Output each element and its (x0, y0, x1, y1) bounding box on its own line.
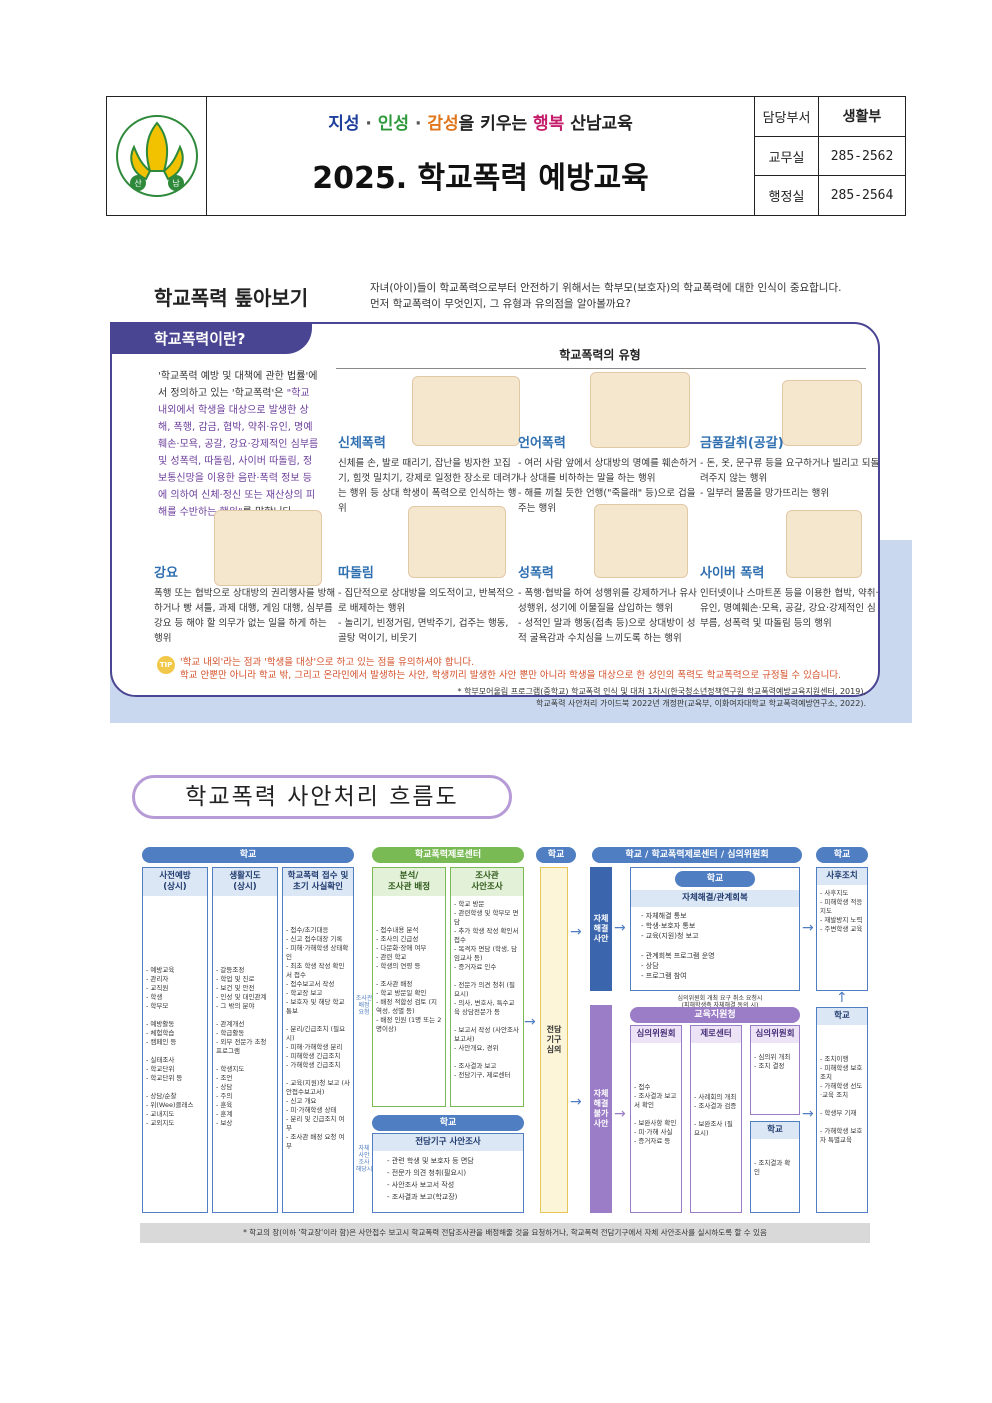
panel-tab: 학교폭력이란? (110, 322, 312, 354)
arrow-icon: → (570, 924, 582, 940)
svg-text:산: 산 (134, 178, 142, 188)
cyber-violence-illustration (786, 510, 862, 578)
type-verbal: 언어폭력- 여러 사람 앞에서 상대방의 명예를 훼손하거나 상대를 비하하는 … (518, 436, 697, 514)
definition-text: '학교폭력 예방 및 대책에 관한 법률'에서 정의하고 있는 '학교폭력'은 … (158, 371, 319, 518)
types-heading: 학교폭력의 유형 (559, 348, 641, 362)
self-resolved-case: 자체 해결 사안 (590, 867, 612, 991)
column-guidance: 생활지도 (상시) - 갈등조정 - 학업 및 진로 - 보건 및 안전 - 인… (212, 867, 278, 1213)
school-logo: 산 남 (107, 97, 207, 215)
column-implementation: 학교 - 조치이행 - 피해학생 보호조치 - 가해학생 선도·교육 조치 - … (816, 1007, 868, 1213)
column-self-resolution: 학교 자체해결/관계회복 - 자체해결 통보 - 학생·보호자 통보 - 교육(… (630, 867, 800, 991)
sexual-violence-illustration (594, 504, 688, 578)
document-header: 산 남 지성 · 인성 · 감성을 키우는 행복 산남교육 2025. 학교폭력… (106, 96, 906, 216)
physical-violence-illustration (412, 376, 520, 446)
ostracism-illustration (408, 506, 506, 578)
school-slogan: 지성 · 인성 · 감성을 키우는 행복 산남교육 (328, 114, 633, 134)
arrow-icon: → (802, 1106, 814, 1122)
type-extortion: 금품갈취(공갈)- 돈, 옷, 문구류 등을 요구하거나 빌리고 되돌려주지 않… (700, 436, 880, 499)
arrow-up-icon: ↑ (836, 990, 848, 1006)
unresolved-case: 자체 해결 불가 사안 (590, 1005, 612, 1213)
side-note-request: 조사관 배정 요청 (355, 995, 373, 1016)
arrow-icon: → (802, 920, 814, 936)
extortion-illustration (782, 380, 862, 446)
column-analysis: 분석/ 조사관 배정 - 접수내용 분석 - 조사의 긴급성 - 다문화·장애 … (372, 867, 446, 1107)
school-logo-icon: 산 남 (115, 115, 198, 197)
column-dedicated-investigation: 전담기구 사안조사 - 관련 학생 및 보호자 등 면담 - 전문가 의견 청취… (372, 1133, 524, 1213)
flowchart-footnote: * 학교의 장(이하 '학교장'이라 함)은 사안접수 보고시 학교폭력 전담조… (140, 1223, 870, 1243)
dedicated-review: 전담 기구 심의 (540, 867, 568, 1213)
arrow-icon: → (570, 1094, 582, 1110)
group-center: 학교폭력제로센터 (372, 847, 524, 863)
type-ostracism: 따돌림- 집단적으로 상대방을 의도적이고, 반복적으로 배제하는 행위 - 놀… (338, 566, 514, 644)
column-zero-center-review: 제로센터 - 사례회의 개최 - 조사결과 검증 - 보완조사 (필요시) (690, 1025, 742, 1213)
column-school-confirm: 학교 - 조치결과 확인 (750, 1121, 800, 1213)
svg-text:남: 남 (172, 179, 180, 188)
group-school: 학교 (142, 847, 354, 863)
group-school2: 학교 (536, 847, 576, 863)
arrow-icon: → (614, 1106, 626, 1122)
caution-note: '학교 내외'라는 점과 '학생을 대상'으로 하고 있는 점을 유의하셔야 합… (180, 657, 842, 681)
group-school3: 학교 (816, 847, 868, 863)
cancel-request-note: 심의위원회 개최 요구 취소 요청시 (피해학생측 자체해결 동의 시) (677, 995, 763, 1009)
group-school-lower: 학교 (372, 1115, 524, 1131)
flowchart: 학교 학교폭력제로센터 학교 학교 / 학교폭력제로센터 / 심의위원회 학교 … (140, 845, 870, 1245)
verbal-violence-illustration (590, 372, 690, 448)
arrow-icon: → (524, 1014, 536, 1030)
group-education-office: 교육지원청 (630, 1007, 800, 1023)
column-intake: 학교폭력 접수 및 초기 사실확인 - 접수/초기대응 - 신고 접수대장 기록… (282, 867, 354, 1213)
column-investigation: 조사관 사안조사 - 학교 방문 - 관련학생 및 학부모 면담 - 추가 학생… (450, 867, 524, 1107)
group-triple: 학교 / 학교폭력제로센터 / 심의위원회 (592, 847, 802, 863)
document-title: 2025. 학교폭력 예방교육 (312, 161, 649, 196)
column-committee-intake: 심의위원회 - 접수 - 조사결과 보고서 확인 - 보완사항 확인 - 피·가… (630, 1025, 682, 1213)
references: * 학부모어울림 프로그램(중학교) 학교폭력 인식 및 대처 1차시(한국청소… (457, 687, 866, 708)
column-prevention: 사전예방 (상시) - 예방교육 - 관리자 - 교직원 - 학생 - 학부모 … (142, 867, 208, 1213)
arrow-icon: → (614, 920, 626, 936)
divider (336, 368, 866, 369)
section-intro: 자녀(아이)들이 학교폭력으로부터 안전하기 위해서는 학부모(보호자)의 학교… (370, 282, 842, 310)
tip-icon: TIP (157, 656, 175, 674)
flowchart-title: 학교폭력 사안처리 흐름도 (132, 775, 512, 819)
column-committee-meeting: 심의위원회 - 심의위 개최 - 조치 결정 (750, 1025, 800, 1115)
type-sexual: 성폭력- 폭행·협박을 하여 성행위를 강제하거나 유사 성행위, 성기에 이물… (518, 566, 697, 644)
column-aftercare: 사후조치 - 사후지도 - 피해학생 적응지도 - 재발방지 노력 - 주변학생… (816, 867, 868, 991)
side-note-self: 자체 사안 조사 해당시 (355, 1145, 373, 1173)
coercion-illustration (214, 510, 322, 586)
section-title: 학교폭력 톺아보기 (154, 286, 309, 310)
